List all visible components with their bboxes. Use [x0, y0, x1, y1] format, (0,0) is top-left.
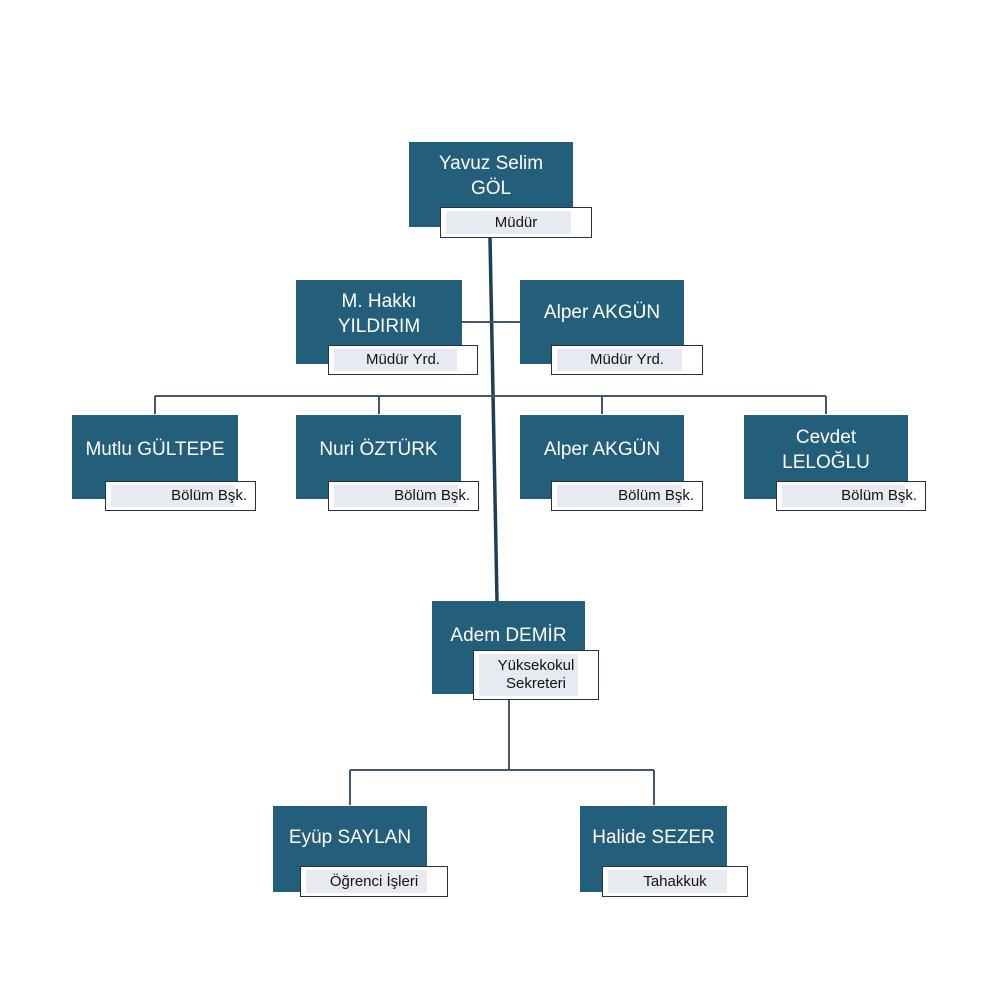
staff-name: Halide SEZER [592, 827, 715, 848]
department-head-box: Nuri ÖZTÜRK [296, 415, 461, 499]
deputy-title: Müdür Yrd. [366, 351, 440, 368]
secretary-title-tag: Yüksekokul Sekreteri [473, 650, 599, 700]
director-title-tag: Müdür [440, 207, 592, 238]
spine-connector [488, 237, 499, 602]
department-head-name: Cevdet LELOĞLU [782, 427, 870, 473]
department-head-title: Bölüm Bşk. [394, 487, 470, 504]
department-head-title-tag: Bölüm Bşk. [776, 481, 926, 511]
staff-name: Eyüp SAYLAN [288, 827, 412, 848]
department-head-name: Mutlu GÜLTEPE [85, 439, 225, 460]
secretary-name: Adem DEMİR [450, 625, 567, 646]
director-title: Müdür [494, 213, 538, 231]
department-head-title-tag: Bölüm Bşk. [551, 481, 703, 511]
department-head-title-tag: Bölüm Bşk. [105, 481, 256, 511]
staff-title: Öğrenci İşleri [329, 872, 419, 890]
department-head-title: Bölüm Bşk. [171, 487, 247, 504]
secretary-title: Yüksekokul Sekreteri [497, 657, 575, 692]
deputy-name: Alper AKGÜN [543, 302, 661, 323]
staff-title-tag: Öğrenci İşleri [300, 866, 448, 897]
deputy-name: M. Hakkı YILDIRIM [337, 291, 421, 337]
director-name: Yavuz Selim GÖL [438, 153, 544, 199]
department-head-title: Bölüm Bşk. [618, 487, 694, 504]
deputy-title: Müdür Yrd. [590, 351, 664, 368]
staff-title: Tahakkuk [643, 872, 707, 890]
department-head-title: Bölüm Bşk. [841, 487, 917, 504]
deputy-title-tag: Müdür Yrd. [551, 345, 703, 375]
department-head-name: Nuri ÖZTÜRK [319, 439, 438, 460]
staff-title-tag: Tahakkuk [602, 866, 748, 897]
department-head-name: Alper AKGÜN [543, 439, 661, 460]
deputy-title-tag: Müdür Yrd. [328, 345, 478, 375]
department-head-title-tag: Bölüm Bşk. [328, 481, 479, 511]
